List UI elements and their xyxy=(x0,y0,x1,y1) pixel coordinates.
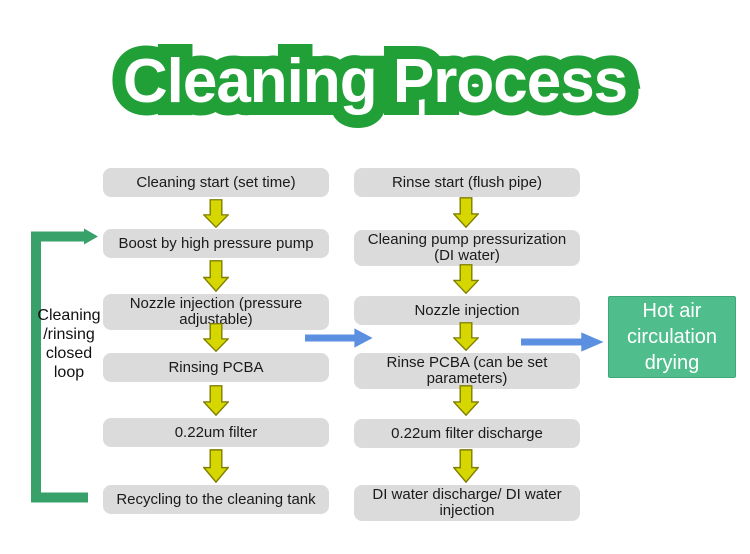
step-rinse-start: Rinse start (flush pipe) xyxy=(354,168,580,197)
down-arrow-icon xyxy=(203,449,229,483)
right-arrow-icon xyxy=(305,327,373,349)
right-arrow-icon xyxy=(521,331,604,353)
step-filter: 0.22um filter xyxy=(103,418,329,447)
loop-label: Cleaning /rinsing closed loop xyxy=(30,306,108,382)
down-arrow-icon xyxy=(203,385,229,416)
loop-label-line: closed xyxy=(45,345,93,362)
down-arrow-icon xyxy=(453,449,479,483)
down-arrow-icon xyxy=(203,260,229,292)
down-arrow-icon xyxy=(453,385,479,416)
page-title-text: Cleaning Process xyxy=(122,47,628,116)
loop-label-line: /rinsing xyxy=(43,326,95,343)
step-nozzle-injection-adjustable: Nozzle injection (pressure adjustable) xyxy=(103,294,329,330)
down-arrow-icon xyxy=(453,264,479,294)
down-arrow-icon xyxy=(453,322,479,351)
step-boost-pump: Boost by high pressure pump xyxy=(103,229,329,258)
down-arrow-icon xyxy=(203,323,229,352)
step-filter-discharge: 0.22um filter discharge xyxy=(354,419,580,448)
down-arrow-icon xyxy=(203,199,229,228)
step-cleaning-start: Cleaning start (set time) xyxy=(103,168,329,197)
step-di-water-discharge: DI water discharge/ DI water injection xyxy=(354,485,580,521)
drying-box: Hot air circulation drying xyxy=(608,296,736,378)
step-nozzle-injection: Nozzle injection xyxy=(354,296,580,325)
down-arrow-icon xyxy=(453,197,479,228)
page-title: Cleaning Process Cleaning Process xyxy=(0,34,750,129)
step-cleaning-pump-pressurization: Cleaning pump pressurization (DI water) xyxy=(354,230,580,266)
step-rinsing-pcba: Rinsing PCBA xyxy=(103,353,329,382)
step-recycling-tank: Recycling to the cleaning tank xyxy=(103,485,329,514)
page-title-outline: Cleaning Process xyxy=(110,34,641,129)
step-rinse-pcba: Rinse PCBA (can be set parameters) xyxy=(354,353,580,389)
loop-label-line: loop xyxy=(53,364,85,381)
loop-label-line: Cleaning xyxy=(37,307,101,324)
